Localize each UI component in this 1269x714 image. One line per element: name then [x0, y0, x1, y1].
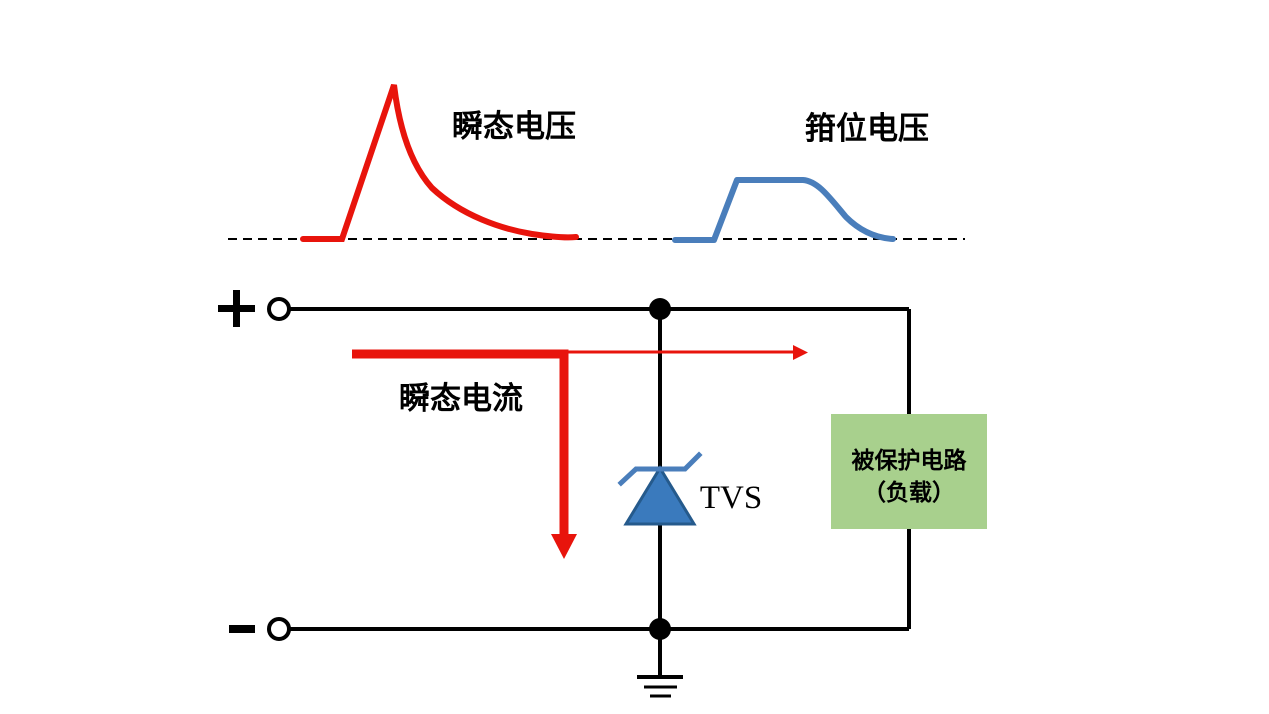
- protected-load-label-line2: （负载）: [863, 479, 955, 505]
- transient-current-down-arrowhead: [551, 534, 577, 559]
- transient-current-thick-arrow-path: [352, 349, 569, 536]
- plus-vertical-bar: [233, 290, 240, 327]
- transient-current-label: 瞬态电流: [399, 381, 523, 416]
- protected-load-label-line1: 被保护电路: [852, 447, 968, 473]
- clamping-voltage-label: 箝位电压: [805, 111, 929, 146]
- minus-terminal-symbol: [229, 625, 255, 633]
- transient-voltage-waveform: [300, 84, 579, 242]
- plus-terminal-circle: [267, 297, 291, 321]
- tvs-label: TVS: [700, 480, 762, 516]
- plus-terminal-symbol: [218, 290, 255, 327]
- protected-load-box: [831, 414, 987, 529]
- tvs-cathode-clamp-bar: [617, 451, 703, 487]
- ground-icon: [637, 629, 683, 698]
- clamping-voltage-waveform: [672, 177, 896, 243]
- transient-voltage-label: 瞬态电压: [452, 109, 576, 144]
- tvs-diode-triangle: [623, 465, 697, 526]
- top-junction-dot: [649, 298, 671, 320]
- transient-current-right-arrowhead: [793, 345, 808, 360]
- minus-terminal-circle: [267, 617, 291, 641]
